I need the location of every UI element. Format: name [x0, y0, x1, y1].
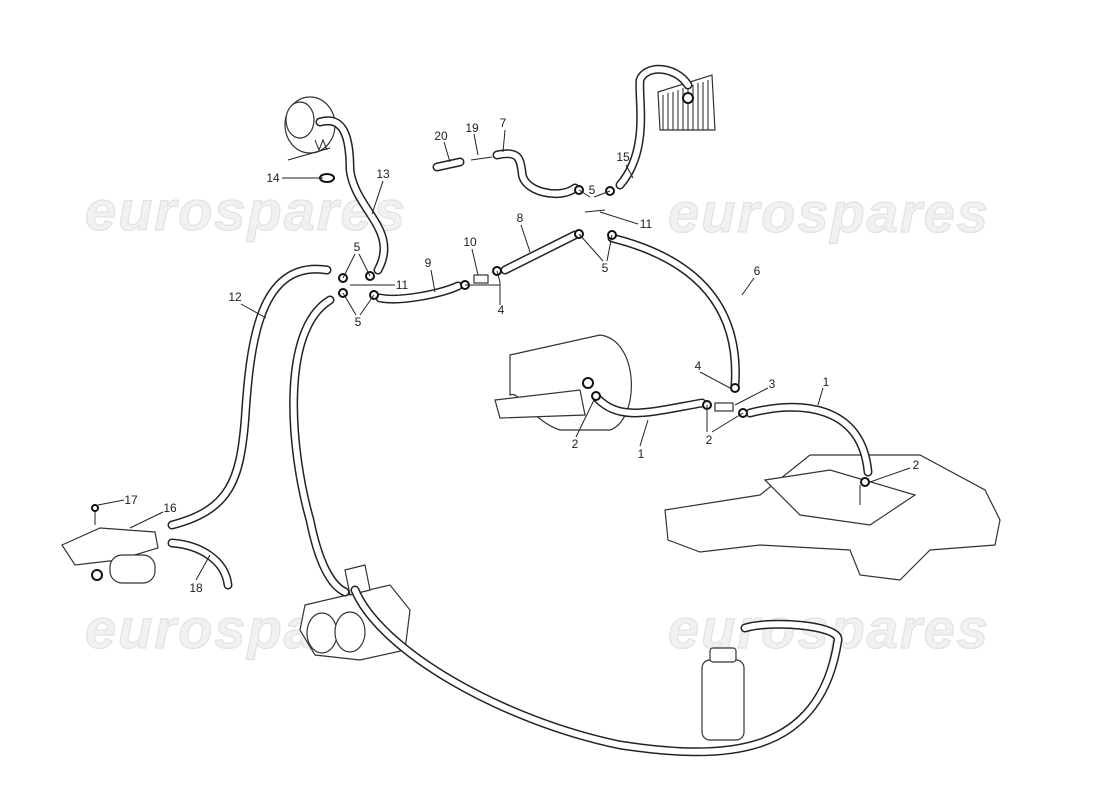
callout-20: 20	[434, 129, 448, 143]
callout-16: 16	[163, 501, 177, 515]
intake-manifold	[664, 454, 1001, 581]
hose-8	[500, 230, 580, 275]
callout-19: 19	[465, 121, 479, 135]
washer-pump	[61, 504, 159, 584]
watermark-text: eurospares	[668, 181, 990, 244]
booster-cylinder	[494, 334, 632, 431]
callout-14: 14	[266, 171, 280, 185]
callout-1: 1	[823, 375, 830, 389]
hose-9	[375, 281, 463, 304]
callout-4: 4	[695, 359, 702, 373]
hose-7	[492, 149, 580, 199]
hose-15	[615, 64, 693, 190]
hose-feed	[289, 295, 350, 597]
hose-reservoir	[350, 585, 843, 757]
vacuum-canister	[284, 96, 336, 161]
callout-2: 2	[572, 437, 579, 451]
callout-5: 5	[589, 183, 596, 197]
hoses	[167, 64, 873, 757]
hose-13	[315, 116, 389, 275]
callout-1: 1	[638, 447, 645, 461]
callout-10: 10	[463, 235, 477, 249]
hose-6	[607, 233, 740, 390]
hose-1-right	[745, 402, 873, 477]
callout-17: 17	[124, 493, 138, 507]
callout-5: 5	[354, 240, 361, 254]
callout-8: 8	[517, 211, 524, 225]
callout-11: 11	[640, 217, 653, 231]
hose-1-left	[592, 393, 707, 418]
callout-2: 2	[913, 458, 920, 472]
leader-lines	[97, 129, 911, 581]
callout-4: 4	[498, 303, 505, 317]
callouts: 20 19 7 15 5 11 5 8 10 9 4 13 14 5 11 5 …	[124, 116, 919, 595]
callout-18: 18	[189, 581, 203, 595]
grille-component	[657, 74, 716, 131]
callout-5: 5	[602, 261, 609, 275]
callout-3: 3	[769, 377, 776, 391]
callout-9: 9	[425, 256, 432, 270]
hose-18	[167, 538, 233, 590]
hose-12	[167, 264, 332, 530]
callout-7: 7	[500, 116, 507, 130]
callout-6: 6	[754, 264, 761, 278]
fluid-reservoir	[701, 647, 745, 741]
callout-15: 15	[616, 150, 630, 164]
hose-20	[432, 157, 465, 172]
callout-11: 11	[396, 278, 409, 292]
brake-master-cylinder	[299, 564, 411, 661]
callout-13: 13	[376, 167, 390, 181]
callout-12: 12	[228, 290, 242, 304]
callout-5: 5	[355, 315, 362, 329]
callout-2: 2	[706, 433, 713, 447]
